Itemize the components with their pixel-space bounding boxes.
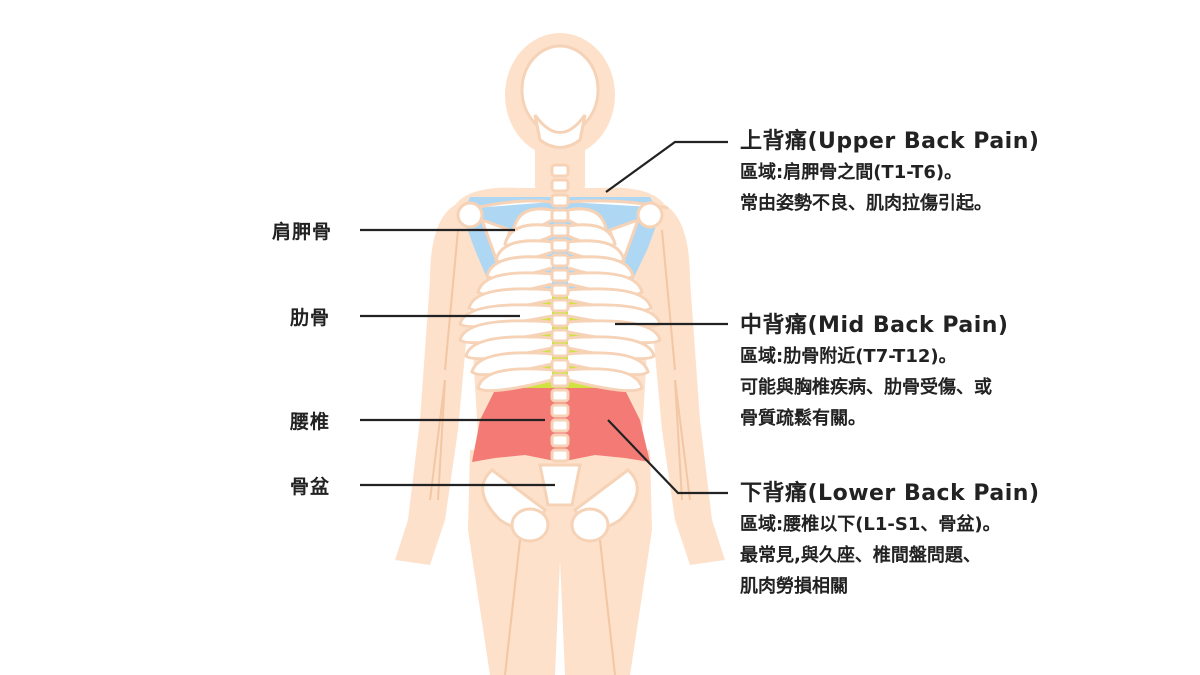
- vertebra-6: [550, 238, 570, 253]
- vertebra-13: [550, 343, 570, 358]
- vertebra-10: [550, 298, 570, 313]
- vertebra-1: [550, 163, 570, 178]
- vertebra-18: [550, 418, 570, 433]
- lower-back-line3: 肌肉勞損相關: [740, 576, 848, 597]
- scapula-label: 肩胛骨: [272, 221, 333, 243]
- vertebra-7: [550, 253, 570, 268]
- vertebra-11: [550, 313, 570, 328]
- vertebra-19: [550, 433, 570, 448]
- lower-back-line2: 最常見,與久座、椎間盤問題、: [740, 545, 981, 566]
- skull: [520, 44, 600, 149]
- leader-upper: [605, 140, 728, 193]
- arm-bones: [429, 229, 691, 501]
- vertebra-16: [550, 388, 570, 403]
- upper-back-callout: 上背痛(Upper Back Pain) 區域:肩胛骨之間(T1-T6)。 常由…: [740, 126, 1039, 219]
- mid-back-line2: 可能與胸椎疾病、肋骨受傷、或: [740, 377, 992, 398]
- upper-back-title: 上背痛(Upper Back Pain): [740, 129, 1040, 154]
- vertebra-2: [550, 178, 570, 193]
- lower-back-callout: 下背痛(Lower Back Pain) 區域:腰椎以下(L1-S1、骨盆)。 …: [740, 478, 1040, 602]
- mid-back-callout: 中背痛(Mid Back Pain) 區域:肋骨附近(T7-T12)。 可能與胸…: [740, 310, 1008, 434]
- lower-back-line1: 區域:腰椎以下(L1-S1、骨盆)。: [740, 514, 1001, 535]
- upper-back-line1: 區域:肩胛骨之間(T1-T6)。: [740, 162, 963, 183]
- vertebra-14: [550, 358, 570, 373]
- upper-back-line2: 常由姿勢不良、肌肉拉傷引起。: [740, 193, 992, 214]
- leg-bones: [504, 539, 616, 675]
- vertebra-8: [550, 268, 570, 283]
- rib-l-11: [476, 367, 553, 393]
- mid-back-line3: 骨質疏鬆有關。: [740, 408, 866, 429]
- rib-cage: [458, 207, 662, 393]
- vertebra-3: [550, 193, 570, 208]
- vertebra-20: [550, 448, 570, 463]
- lower-back-title: 下背痛(Lower Back Pain): [740, 481, 1040, 506]
- vertebra-12: [550, 328, 570, 343]
- rib-r-11: [567, 367, 644, 393]
- lumbar-label: 腰椎: [290, 411, 331, 433]
- vertebra-9: [550, 283, 570, 298]
- mid-back-title: 中背痛(Mid Back Pain): [740, 313, 1009, 338]
- vertebra-4: [550, 208, 570, 223]
- leader-lines: [360, 140, 728, 495]
- ribs-label: 肋骨: [290, 307, 331, 329]
- pelvis-label: 骨盆: [290, 476, 331, 498]
- mid-back-line1: 區域:肋骨附近(T7-T12)。: [740, 346, 957, 367]
- vertebra-5: [550, 223, 570, 238]
- spine: [550, 163, 570, 463]
- vertebra-15: [550, 373, 570, 388]
- leader-lower: [607, 419, 728, 495]
- vertebra-17: [550, 403, 570, 418]
